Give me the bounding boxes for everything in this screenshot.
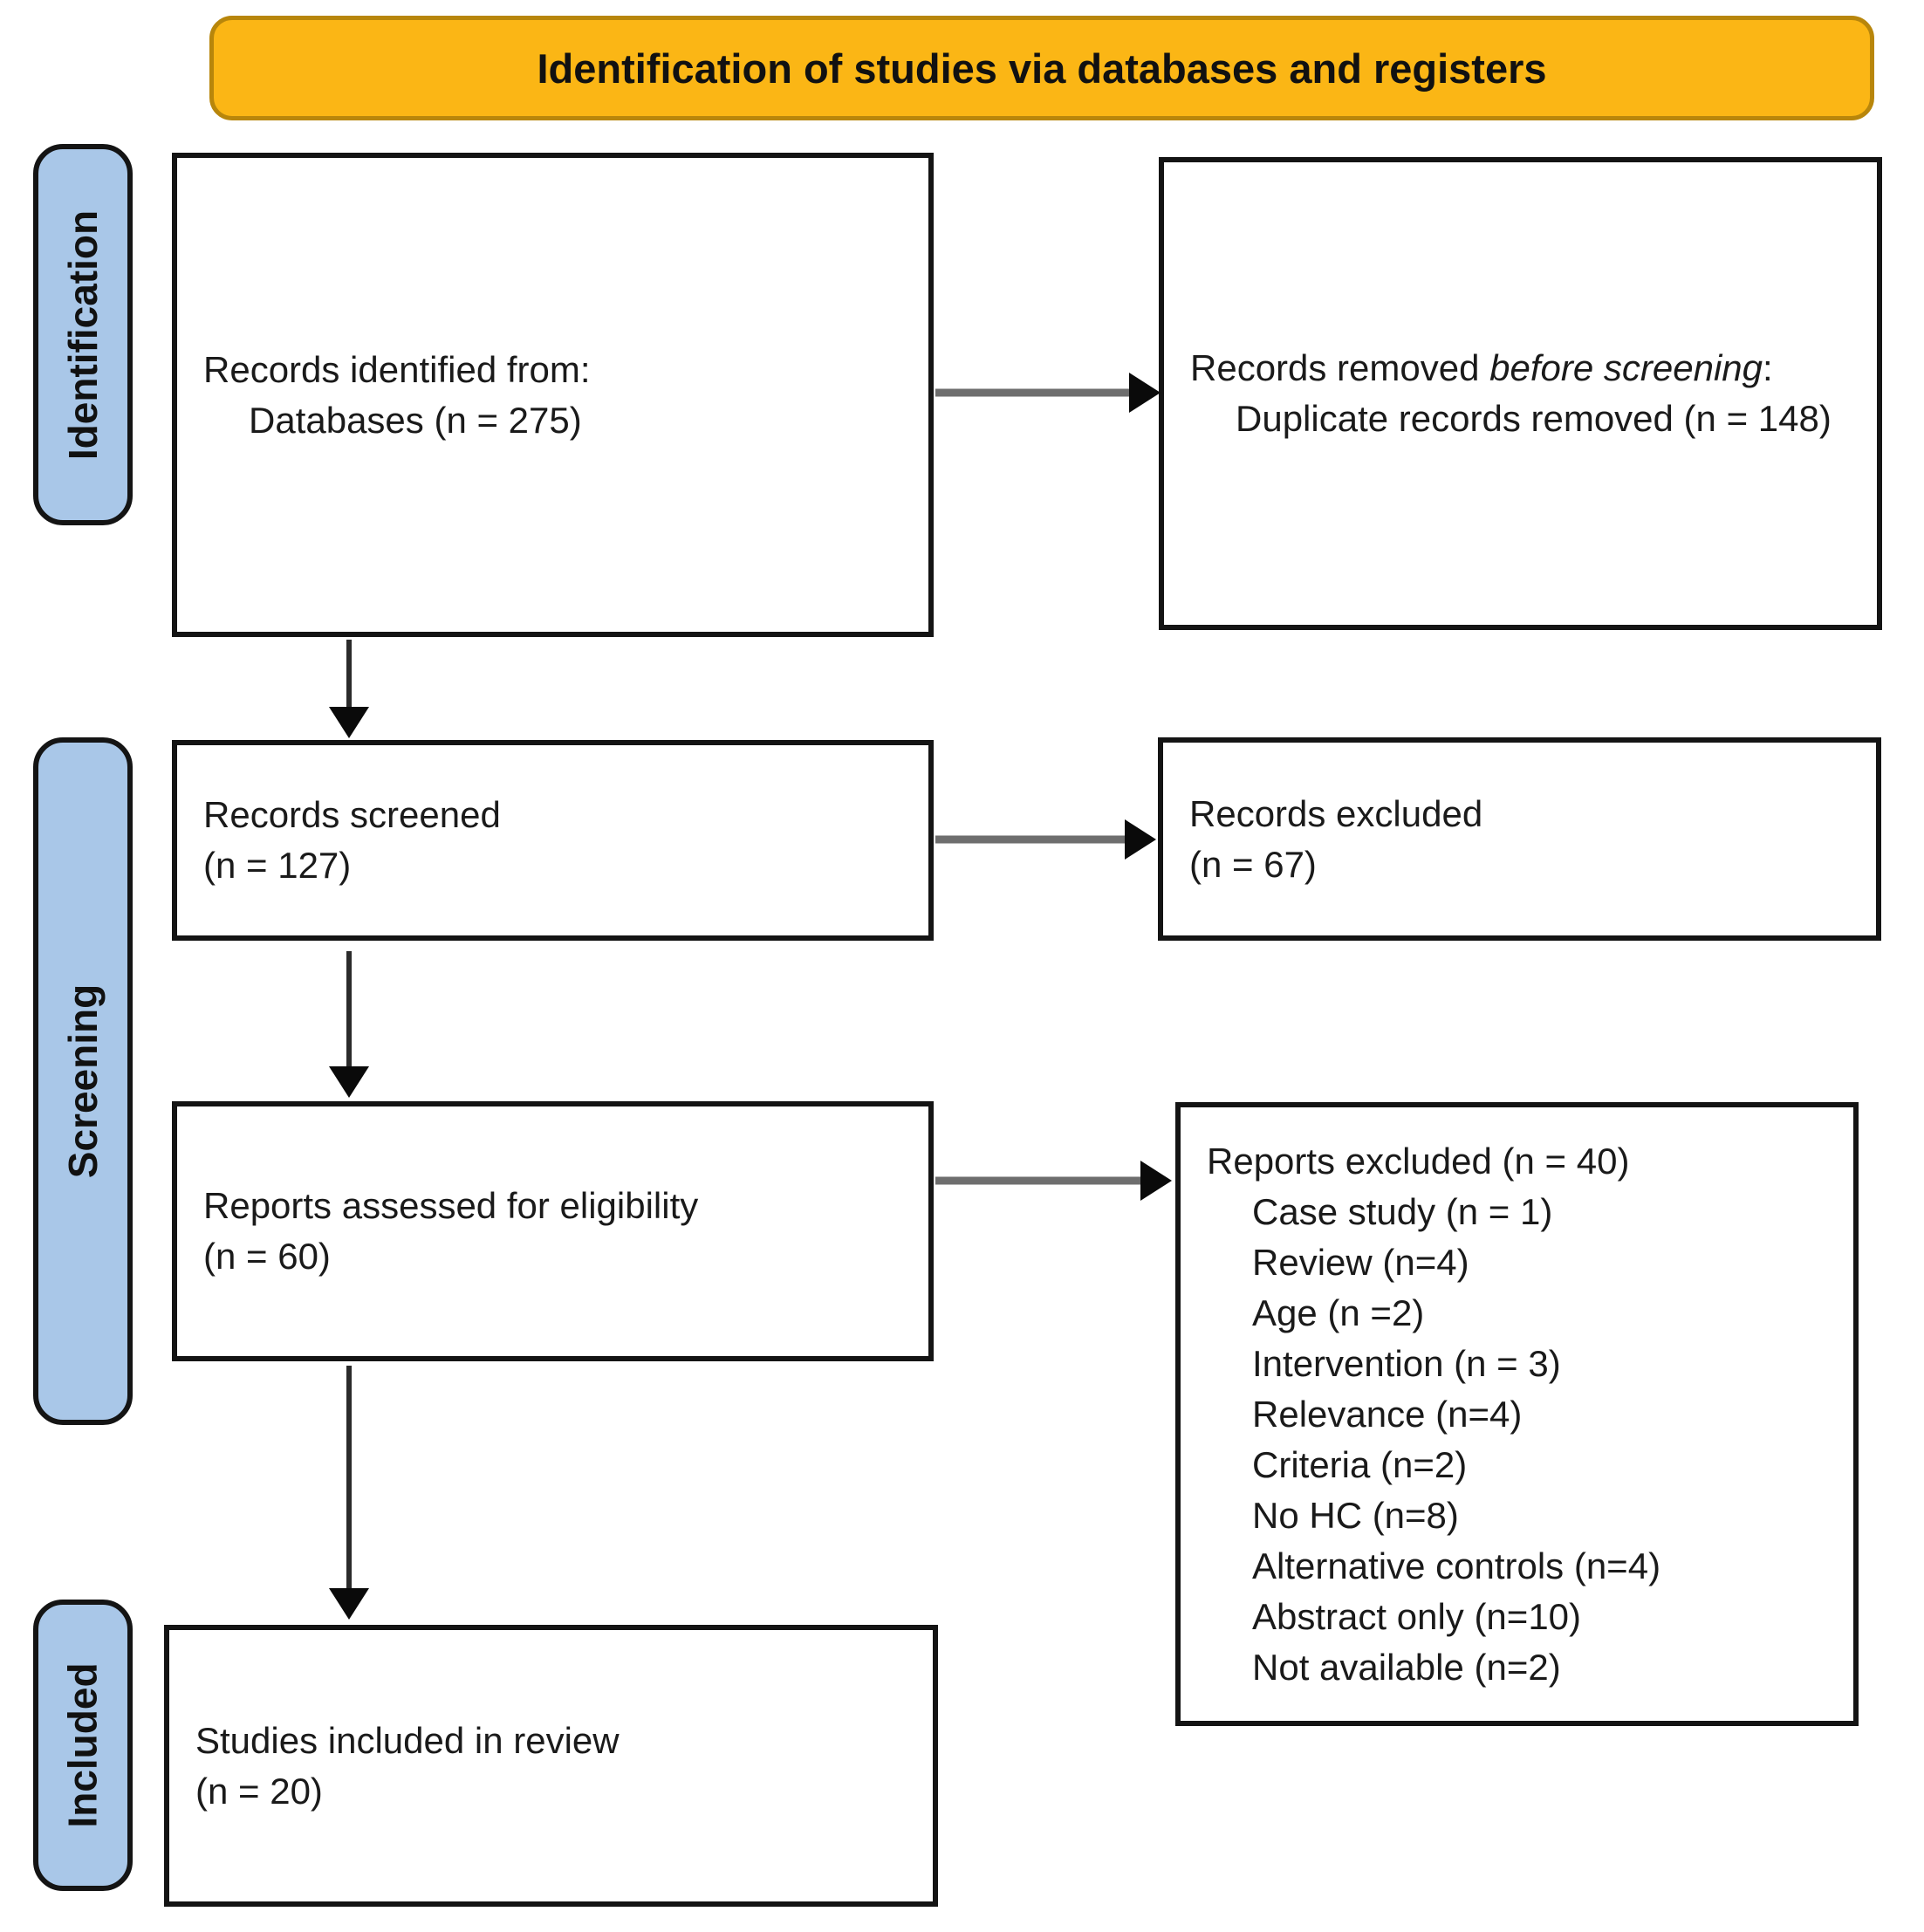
box-records-removed: Records removed before screening: Duplic… [1159, 157, 1882, 630]
studies-included-line1: Studies included in review [195, 1719, 620, 1761]
records-removed-line2: Duplicate records removed (n = 148) [1236, 398, 1832, 439]
stage-label-included: Included [60, 1662, 106, 1828]
reports-excluded-item: Alternative controls (n=4) [1252, 1545, 1661, 1586]
records-excluded-line1: Records excluded [1189, 792, 1483, 834]
stage-bar-included: Included [33, 1600, 133, 1891]
banner-title: Identification of studies via databases … [537, 45, 1547, 92]
stage-label-identification: Identification [60, 209, 106, 460]
records-screened-line2: (n = 127) [203, 845, 352, 886]
records-removed-italic: before screening [1489, 347, 1763, 388]
box-records-identified: Records identified from: Databases (n = … [172, 153, 934, 637]
records-removed-line1: Records removed before screening: [1190, 347, 1773, 388]
stage-bar-identification: Identification [33, 144, 133, 525]
reports-excluded-item: No HC (n=8) [1252, 1494, 1459, 1536]
records-identified-line1: Records identified from: [203, 348, 591, 390]
stage-bar-screening: Screening [33, 737, 133, 1425]
arrow-identified-to-removed [935, 373, 1161, 413]
stage-label-screening: Screening [60, 983, 106, 1179]
reports-excluded-item: Criteria (n=2) [1252, 1443, 1468, 1485]
box-records-screened: Records screened (n = 127) [172, 740, 934, 941]
box-records-excluded: Records excluded (n = 67) [1158, 737, 1881, 941]
arrow-screened-to-assessed [329, 951, 369, 1098]
reports-excluded-item: Age (n =2) [1252, 1291, 1425, 1333]
records-excluded-line2: (n = 67) [1189, 843, 1317, 885]
reports-excluded-item: Case study (n = 1) [1252, 1190, 1553, 1232]
reports-assessed-line1: Reports assessed for eligibility [203, 1185, 699, 1226]
banner: Identification of studies via databases … [209, 16, 1874, 120]
arrow-assessed-to-reports-excluded [935, 1161, 1172, 1201]
records-identified-line2: Databases (n = 275) [249, 399, 582, 441]
reports-excluded-item: Intervention (n = 3) [1252, 1342, 1561, 1384]
reports-excluded-item: Not available (n=2) [1252, 1646, 1561, 1688]
reports-excluded-item: Abstract only (n=10) [1252, 1595, 1582, 1637]
box-reports-excluded: Reports excluded (n = 40) Case study (n … [1175, 1102, 1859, 1726]
records-screened-line1: Records screened [203, 794, 501, 835]
box-studies-included: Studies included in review (n = 20) [164, 1625, 938, 1907]
reports-excluded-heading: Reports excluded (n = 40) [1207, 1140, 1630, 1182]
reports-assessed-line2: (n = 60) [203, 1236, 331, 1277]
reports-excluded-item: Review (n=4) [1252, 1241, 1469, 1283]
box-reports-assessed: Reports assessed for eligibility (n = 60… [172, 1101, 934, 1361]
arrow-assessed-to-included [329, 1366, 369, 1620]
reports-excluded-item: Relevance (n=4) [1252, 1393, 1523, 1435]
studies-included-line2: (n = 20) [195, 1770, 323, 1812]
arrow-identified-to-screened [329, 640, 369, 738]
arrow-screened-to-excluded [935, 819, 1156, 860]
